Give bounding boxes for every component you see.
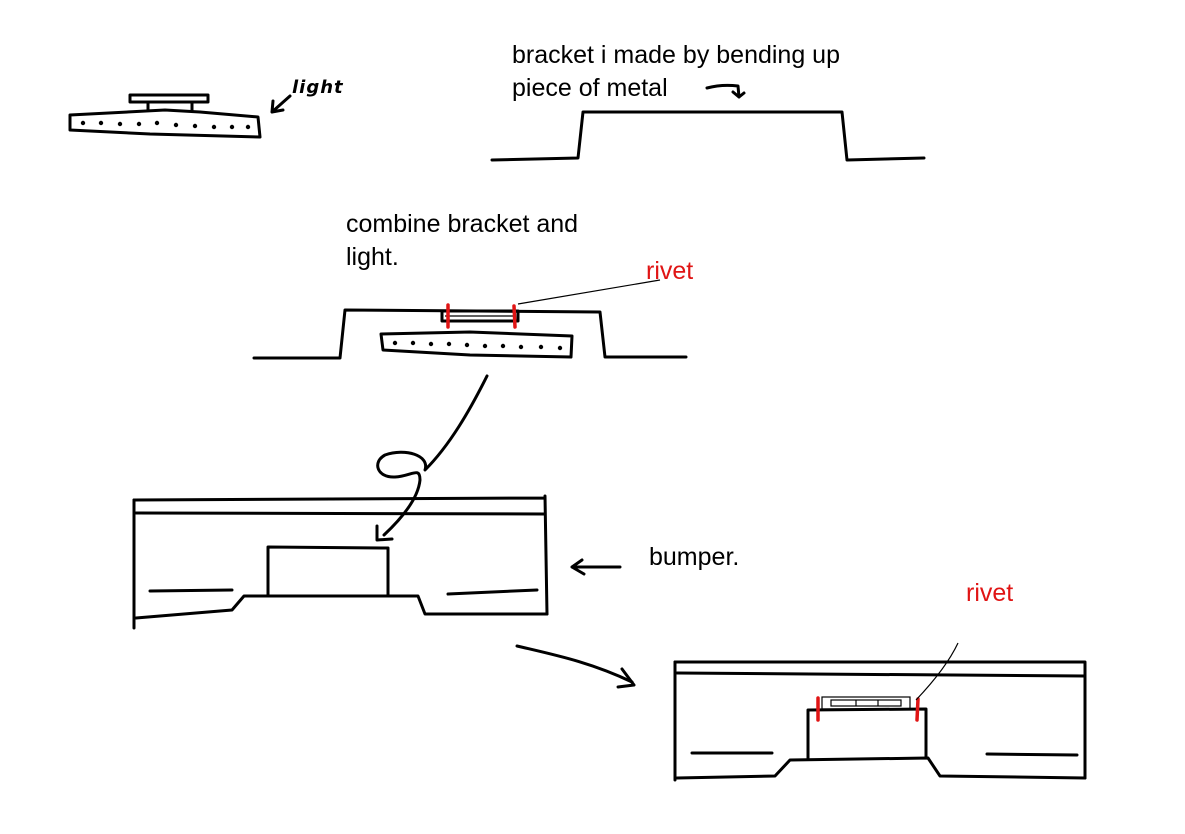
combine-caption-line2: light.	[346, 243, 399, 271]
rivet-label-bottom: rivet	[966, 579, 1014, 607]
curly-arrow-head	[375, 524, 394, 542]
combined-light-bar	[379, 330, 574, 359]
bracket-pointer-arrow	[705, 83, 746, 99]
rivet-leader-bottom	[915, 642, 959, 701]
light-top-cap	[128, 93, 210, 104]
bumper-inner-top-line	[134, 511, 547, 516]
final-light-inner	[830, 699, 902, 707]
bumper-top-and-right	[132, 494, 549, 616]
bracket-caption-line2: piece of metal	[512, 74, 668, 102]
final-license-recess	[806, 707, 928, 760]
rivet-label-top: rivet	[646, 257, 694, 285]
rivet-mark-right-bottom	[915, 697, 920, 722]
final-light-outer	[821, 696, 911, 710]
final-bumper-top-and-right	[673, 660, 1087, 780]
final-bumper-sketch	[673, 642, 1087, 782]
bracket-outline	[490, 110, 926, 162]
combined-bracket-outline	[252, 308, 688, 360]
bumper-label: bumper.	[649, 543, 740, 571]
combined-light-dots	[392, 340, 563, 351]
combined-light-cap	[440, 309, 520, 323]
light-label: light	[292, 77, 344, 98]
light-bar-sketch	[68, 93, 292, 139]
final-bumper-inner-top-line	[675, 671, 1087, 678]
bracket-sketch	[490, 83, 926, 162]
light-pointer-arrow	[270, 94, 292, 114]
bracket-caption-line1: bracket i made by bending up	[512, 41, 840, 69]
final-bumper-side-lines	[690, 751, 1079, 757]
rivet-leader-top	[517, 279, 661, 305]
final-transition-arrow	[515, 644, 634, 684]
bumper-license-recess	[266, 545, 390, 598]
bumper-bottom-edge	[134, 594, 549, 620]
combined-sketch	[252, 279, 688, 360]
final-bumper-bottom-edge	[675, 756, 1087, 780]
combine-caption-line1: combine bracket and	[346, 210, 579, 238]
bumper-pointer-arrow	[570, 558, 622, 576]
curly-transition-arrow	[376, 374, 489, 537]
light-cap-supports	[146, 100, 194, 112]
light-bar-body	[68, 108, 262, 139]
final-light-divisions	[855, 700, 879, 706]
rivet-mark-right-top	[512, 304, 517, 329]
light-bar-dots	[80, 120, 251, 130]
bumper-side-lines	[148, 588, 539, 596]
bumper-sketch	[132, 494, 622, 630]
final-arrow-head	[616, 667, 636, 689]
